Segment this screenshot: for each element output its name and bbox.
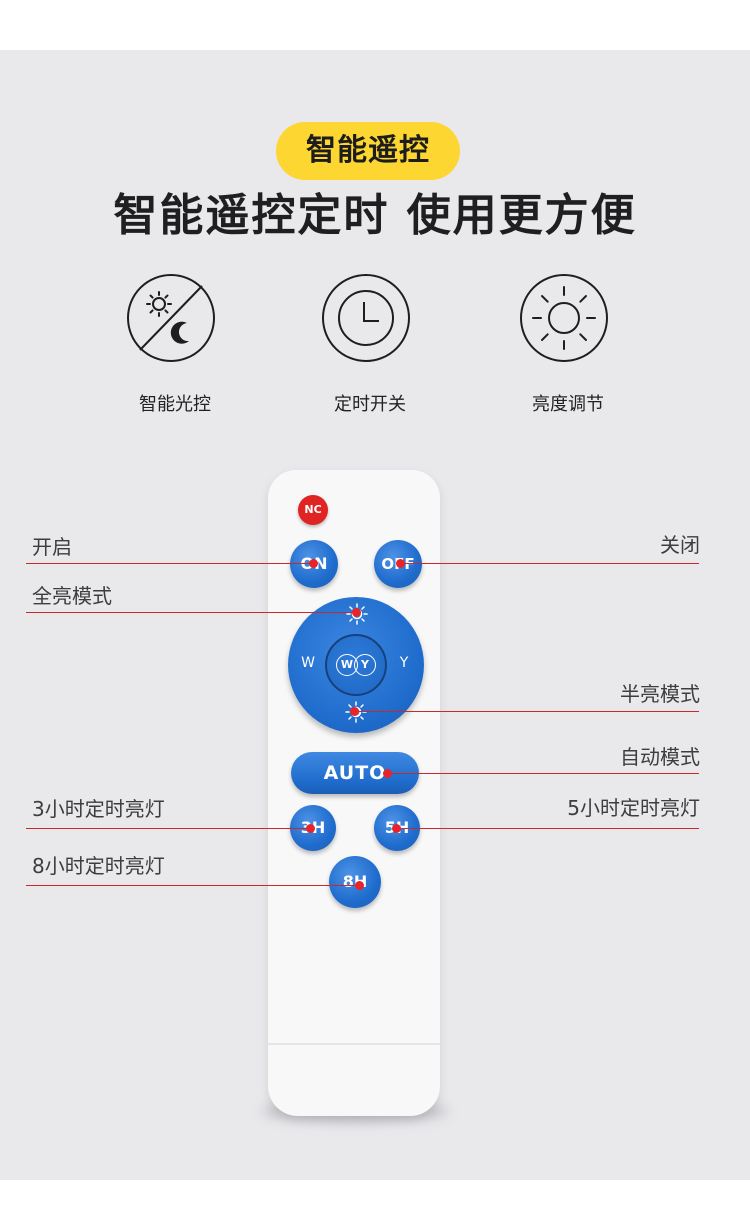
callout-line-off [400, 563, 699, 564]
callout-dot-on [309, 559, 318, 568]
nc-button-label: NC [304, 503, 322, 516]
callout-dot-auto [383, 769, 392, 778]
feature-label-brightness: 亮度调节 [532, 394, 604, 415]
auto-button-label: AUTO [323, 762, 387, 784]
callout-dot-full-bright [352, 608, 361, 617]
callout-on: 开启 [32, 535, 72, 559]
nc-button[interactable]: NC [298, 495, 328, 525]
clock-icon [322, 274, 410, 362]
wy-ring-y [354, 654, 376, 676]
callout-dot-timer-8h [355, 881, 364, 890]
callout-line-timer-5h [396, 828, 699, 829]
callout-line-timer-3h [26, 828, 311, 829]
remote-seam [268, 1043, 440, 1045]
callout-line-on [26, 563, 314, 564]
callout-dot-half-bright [350, 707, 359, 716]
feature-label-light-control: 智能光控 [139, 394, 211, 415]
callout-half-bright: 半亮模式 [620, 682, 700, 706]
wy-center-y-label: Y [361, 658, 369, 671]
sun-moon-light-sensor-icon [127, 274, 215, 362]
callout-full-bright: 全亮模式 [32, 584, 112, 608]
callout-line-timer-8h [26, 885, 360, 886]
callout-timer-5h: 5小时定时亮灯 [567, 796, 700, 820]
headline: 智能遥控定时 使用更方便 [113, 190, 637, 241]
warm-light-button[interactable]: W [301, 655, 315, 671]
title-badge: 智能遥控 [276, 122, 460, 180]
callout-timer-8h: 8小时定时亮灯 [32, 854, 165, 878]
callout-line-auto [387, 773, 699, 774]
callout-line-full-bright [26, 612, 358, 613]
badge-text: 智能遥控 [306, 133, 430, 168]
sun-brightness-icon [520, 274, 608, 362]
callout-dot-timer-5h [392, 824, 401, 833]
yellow-light-button[interactable]: Y [399, 655, 409, 671]
callout-auto: 自动模式 [620, 745, 700, 769]
callout-timer-3h: 3小时定时亮灯 [32, 797, 165, 821]
callout-off: 关闭 [660, 533, 700, 557]
callout-dot-timer-3h [306, 824, 315, 833]
feature-label-timer: 定时开关 [334, 394, 406, 415]
auto-button[interactable]: AUTO [291, 752, 419, 794]
wy-center-w-label: W [340, 658, 354, 671]
callout-dot-off [396, 559, 405, 568]
callout-line-half-bright [355, 711, 699, 712]
